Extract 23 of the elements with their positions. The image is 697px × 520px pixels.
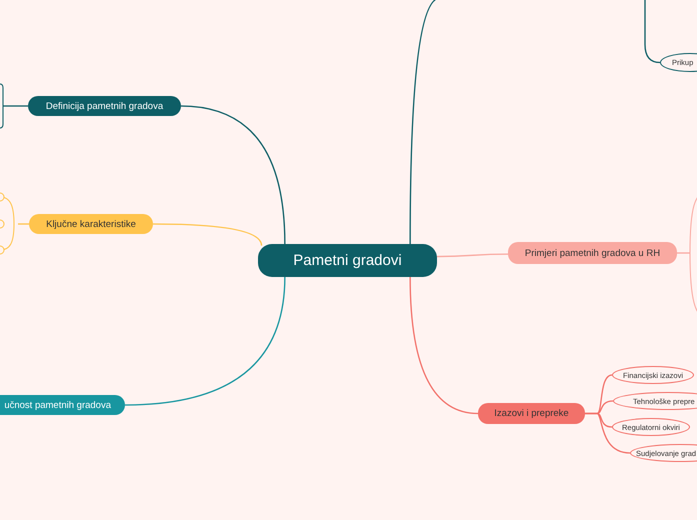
topic-oval bbox=[613, 392, 697, 410]
topic-pill bbox=[258, 244, 437, 277]
topic-pill bbox=[478, 403, 585, 424]
topic-label: Definicija pametnih gradova bbox=[46, 100, 164, 112]
connector-line bbox=[677, 252, 690, 254]
topic-label: Pametni gradovi bbox=[293, 252, 402, 269]
connector-line bbox=[3, 105, 28, 107]
topic-pill bbox=[28, 96, 181, 116]
connector-line bbox=[437, 253, 508, 258]
connector-line bbox=[153, 223, 262, 246]
connector-line bbox=[410, 276, 478, 414]
topic-label: Izazovi i prepreke bbox=[494, 408, 569, 419]
connector-line bbox=[18, 223, 29, 225]
connector-line bbox=[124, 276, 286, 406]
connector-line bbox=[585, 412, 630, 454]
topic-label: Ključne karakteristike bbox=[46, 218, 136, 230]
topic-pill bbox=[508, 242, 677, 264]
connector-line bbox=[180, 105, 286, 244]
topic-pill bbox=[29, 214, 153, 234]
topic-label: učnost pametnih gradova bbox=[4, 400, 111, 410]
topic-label: Primjeri pametnih gradova u RH bbox=[524, 248, 660, 258]
connector-line bbox=[644, 0, 660, 64]
topic-pill bbox=[0, 395, 125, 415]
